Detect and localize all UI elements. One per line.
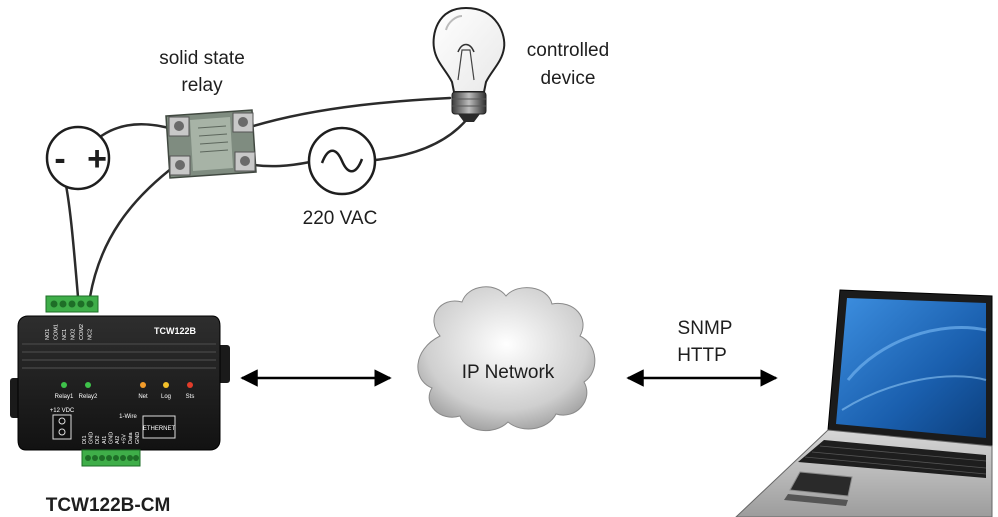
wire-relay-to-bulb [245, 96, 452, 130]
sine-wave-icon [320, 149, 364, 173]
solid-state-relay [165, 109, 257, 179]
battery-minus: - [54, 140, 65, 178]
wire-relay-to-controller [88, 163, 178, 299]
sts-led-label: Sts [186, 394, 195, 400]
net-led [140, 382, 146, 388]
ac-voltage-label: 220 VAC [303, 208, 378, 229]
network-label: IP Network [462, 362, 555, 383]
wire-battery-plus [94, 123, 178, 142]
ethernet-label: ETHERNET [143, 426, 176, 432]
battery-plus: + [87, 140, 107, 178]
protocol-snmp: SNMP [678, 318, 733, 339]
bottom-terminal-block [81, 449, 141, 467]
pin-label: GND [108, 432, 114, 444]
laptop-icon [735, 289, 993, 517]
pin-label: COM2 [79, 324, 85, 340]
relay1-led [61, 382, 67, 388]
device-label-line2: device [541, 68, 596, 89]
power-label: +12 VDC [50, 408, 75, 414]
pin-label: NO2 [71, 329, 77, 340]
ethernet-port [142, 415, 176, 439]
pin-label: NO1 [45, 329, 51, 340]
wire-ac-to-bulb [373, 116, 470, 162]
one-wire-label: 1-Wire [119, 414, 137, 420]
pin-label: AI1 [102, 436, 108, 444]
pin-label: DI2 [95, 435, 101, 444]
pin-label: GND [135, 432, 141, 444]
top-terminal-block [45, 295, 99, 313]
pin-label: COM1 [54, 324, 60, 340]
protocol-http: HTTP [677, 345, 727, 366]
controller-brand: TCW122B [154, 326, 197, 336]
pin-label: AI2 [115, 436, 121, 444]
log-led-label: Log [161, 394, 171, 400]
net-led-label: Net [138, 394, 148, 400]
pin-label: NC2 [88, 329, 94, 340]
relay-label-line1: solid state [159, 48, 245, 69]
sts-led [187, 382, 193, 388]
wire-relay-to-ac [245, 160, 312, 168]
pin-label: +5V [122, 434, 128, 444]
model-label: TCW122B-CM [46, 495, 171, 516]
pin-label: DI1 [82, 435, 88, 444]
ip-network-cloud [417, 286, 596, 432]
log-led [163, 382, 169, 388]
device-label-line1: controlled [527, 40, 609, 61]
wires [62, 96, 470, 299]
pin-label: Data [128, 431, 134, 444]
relay2-led [85, 382, 91, 388]
ac-source [307, 126, 377, 196]
pin-label: NC1 [62, 329, 68, 340]
light-bulb-icon [432, 6, 506, 122]
relay-label-line2: relay [181, 75, 223, 96]
wire-battery-minus [62, 174, 80, 299]
relay2-led-label: Relay2 [79, 394, 98, 400]
relay1-led-label: Relay1 [55, 394, 74, 400]
pin-label: GND [89, 432, 95, 444]
power-connector [52, 414, 72, 440]
dc-source: - + [45, 125, 111, 191]
